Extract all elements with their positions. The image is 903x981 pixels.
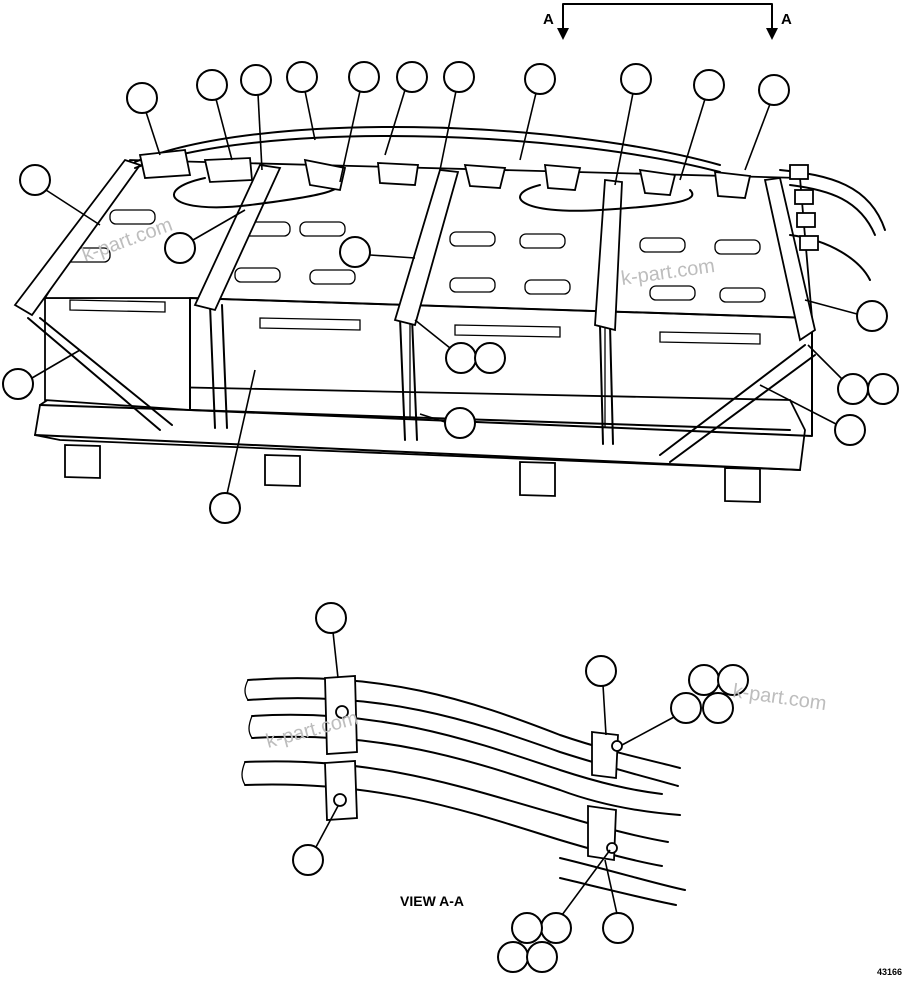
callout-balloon bbox=[384, 61, 428, 156]
callout-balloon bbox=[602, 859, 634, 944]
callout-balloon bbox=[292, 805, 339, 876]
callout-balloon bbox=[126, 82, 161, 156]
callout-balloon bbox=[759, 384, 866, 446]
callout-balloon bbox=[164, 209, 246, 264]
clamp-bars bbox=[13, 158, 817, 342]
callout-balloon bbox=[2, 349, 81, 400]
callout-balloon bbox=[585, 655, 617, 736]
callout-balloon bbox=[19, 164, 101, 226]
callout-balloon bbox=[804, 299, 888, 332]
callout-balloon bbox=[540, 849, 611, 944]
callout-balloon bbox=[240, 64, 272, 171]
section-marker-a-a: A A bbox=[543, 3, 792, 40]
figure-number: 43166 bbox=[877, 967, 902, 977]
battery-cables bbox=[134, 125, 886, 281]
callout-balloon bbox=[679, 69, 725, 181]
callout-balloon bbox=[439, 61, 475, 171]
callout-balloon bbox=[519, 63, 556, 161]
cell-caps bbox=[64, 209, 766, 303]
callout-balloon bbox=[414, 319, 477, 374]
callout-balloon bbox=[196, 69, 233, 161]
terminal-boots bbox=[138, 149, 752, 199]
section-label-left: A bbox=[543, 11, 554, 28]
view-a-a-detail: VIEW A-A bbox=[241, 602, 749, 973]
callout-balloon bbox=[614, 63, 652, 186]
battery-assembly bbox=[13, 125, 886, 503]
base-feet bbox=[64, 444, 761, 503]
callout-balloon bbox=[339, 236, 416, 268]
hold-down-rods bbox=[209, 304, 614, 445]
callout-balloon bbox=[807, 344, 869, 405]
callout-balloon bbox=[286, 61, 318, 141]
callout-balloon bbox=[419, 407, 476, 439]
connector-plugs bbox=[789, 164, 819, 251]
callout-balloon bbox=[315, 602, 347, 679]
view-label: VIEW A-A bbox=[400, 893, 464, 909]
callout-balloon bbox=[744, 74, 790, 171]
watermark-text: k-part.com bbox=[731, 680, 828, 715]
callout-balloon bbox=[621, 692, 702, 746]
callout-balloon bbox=[209, 369, 256, 524]
callout-group-upper bbox=[2, 61, 899, 524]
diagonal-braces bbox=[27, 317, 816, 463]
section-label-right: A bbox=[781, 11, 792, 28]
clamp-bolts bbox=[333, 705, 623, 854]
callout-balloon bbox=[339, 61, 380, 183]
